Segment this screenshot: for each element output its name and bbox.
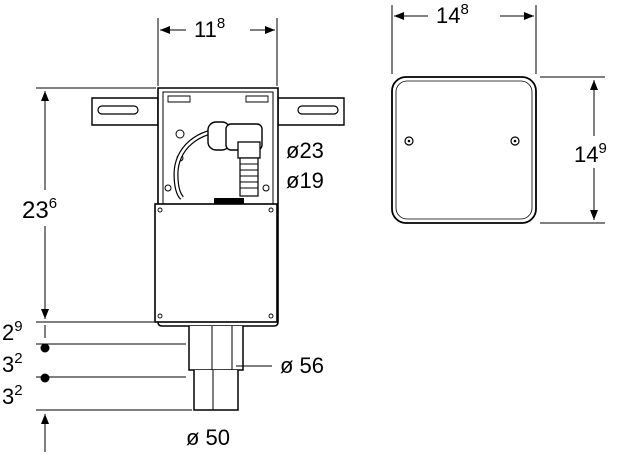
cover-screw-right bbox=[510, 136, 520, 146]
width-dim-label: 118 bbox=[194, 15, 225, 42]
outlet-pipe-56 bbox=[188, 326, 244, 371]
connector-dia-19-label: ø19 bbox=[286, 168, 324, 193]
elbow-connector bbox=[207, 121, 263, 197]
dimension-lines-left bbox=[36, 18, 278, 452]
cover-width-dim-label: 148 bbox=[436, 1, 469, 28]
cover-height-dim-label: 149 bbox=[574, 140, 607, 167]
outlet-pipe-50 bbox=[193, 370, 239, 411]
left-mounting-bracket bbox=[91, 97, 159, 126]
cover-screw-left bbox=[404, 136, 414, 146]
connector-dia-23-label: ø23 bbox=[286, 138, 324, 163]
bottom-dim-label-2: 32 bbox=[2, 350, 23, 377]
height-dim-label: 236 bbox=[22, 195, 57, 224]
flush-box-drawing bbox=[91, 87, 345, 411]
bottom-dim-label-1: 29 bbox=[2, 318, 23, 345]
right-mounting-bracket bbox=[277, 97, 345, 126]
box-lower-body bbox=[154, 203, 278, 323]
outlet-dia-50-label: ø 50 bbox=[186, 425, 230, 450]
outlet-dia-56-label: ø 56 bbox=[280, 353, 324, 378]
cover-plate-drawing bbox=[391, 76, 537, 224]
dimension-lines-right bbox=[391, 5, 605, 224]
bottom-dim-label-3: 32 bbox=[2, 382, 23, 409]
cover-plate bbox=[391, 76, 537, 224]
